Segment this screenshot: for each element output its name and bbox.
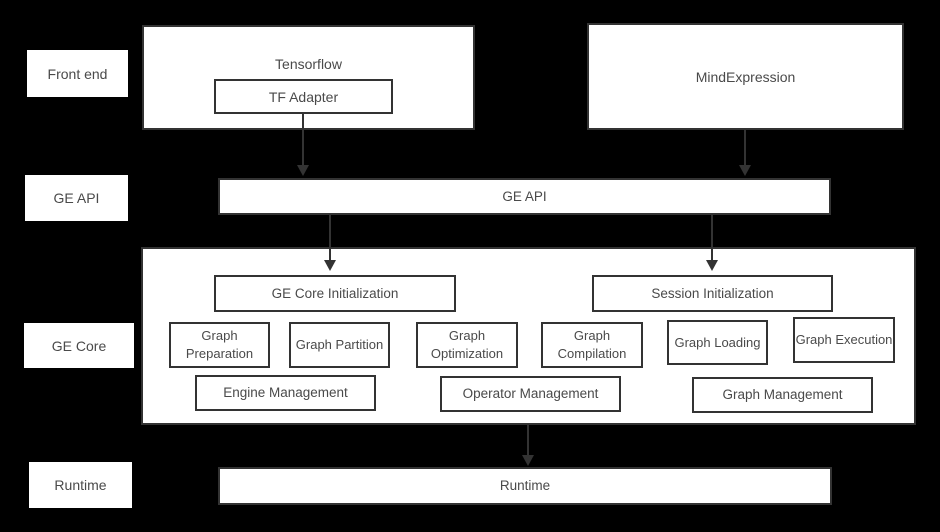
session-initialization-box: Session Initialization — [592, 275, 833, 312]
session-initialization-label: Session Initialization — [651, 285, 774, 301]
operator-management-label: Operator Management — [462, 386, 599, 401]
ge-core-initialization-box: GE Core Initialization — [214, 275, 456, 312]
ge-api-bar: GE API — [218, 178, 831, 215]
graph-preparation-box: Graph Preparation — [169, 322, 270, 368]
graph-execution-box: Graph Execution — [793, 317, 895, 363]
tf-adapter-box: TF Adapter — [214, 79, 393, 114]
arrow-ge-core-to-runtime-icon — [522, 425, 534, 466]
row-label-runtime: Runtime — [29, 462, 132, 508]
graph-loading-label: Graph Loading — [674, 334, 761, 350]
ge-core-container: GE Core Initialization Session Initializ… — [141, 247, 916, 425]
graph-loading-box: Graph Loading — [667, 320, 768, 365]
row-label-front-end-text: Front end — [47, 65, 108, 82]
graph-optimization-label: Graph Optimization — [430, 328, 504, 361]
graph-management-box: Graph Management — [692, 377, 873, 413]
row-label-ge-api-text: GE API — [53, 190, 100, 206]
arrow-ge-api-to-session-initialization-icon — [706, 215, 718, 271]
graph-partition-box: Graph Partition — [289, 322, 390, 368]
engine-management-box: Engine Management — [195, 375, 376, 411]
runtime-bar-label: Runtime — [499, 478, 551, 493]
row-label-runtime-text: Runtime — [54, 477, 107, 493]
operator-management-box: Operator Management — [440, 376, 621, 412]
mindexpression-box: MindExpression — [587, 23, 904, 130]
graph-preparation-label: Graph Preparation — [185, 328, 254, 361]
row-label-ge-core: GE Core — [24, 323, 134, 368]
graph-execution-label: Graph Execution — [795, 332, 893, 347]
graph-management-label: Graph Management — [722, 387, 843, 402]
row-label-ge-api: GE API — [25, 175, 128, 221]
row-label-front-end: Front end — [27, 50, 128, 97]
ge-core-initialization-label: GE Core Initialization — [271, 285, 399, 301]
graph-compilation-box: Graph Compilation — [541, 322, 643, 368]
arrow-tf-adapter-to-ge-api-icon — [297, 114, 309, 176]
tensorflow-label: Tensorflow — [275, 56, 342, 72]
runtime-bar: Runtime — [218, 467, 832, 505]
row-label-ge-core-text: GE Core — [51, 337, 107, 354]
graph-optimization-box: Graph Optimization — [416, 322, 518, 368]
tf-adapter-label: TF Adapter — [268, 88, 339, 105]
graph-partition-label: Graph Partition — [295, 337, 384, 352]
mindexpression-label: MindExpression — [695, 68, 796, 85]
tensorflow-box: Tensorflow — [142, 25, 475, 130]
ge-api-bar-label: GE API — [502, 188, 547, 204]
engine-management-label: Engine Management — [223, 385, 348, 400]
arrow-mindexpression-to-ge-api-icon — [739, 130, 751, 176]
arrow-ge-api-to-ge-core-initialization-icon — [324, 215, 336, 271]
graph-compilation-label: Graph Compilation — [557, 328, 627, 361]
